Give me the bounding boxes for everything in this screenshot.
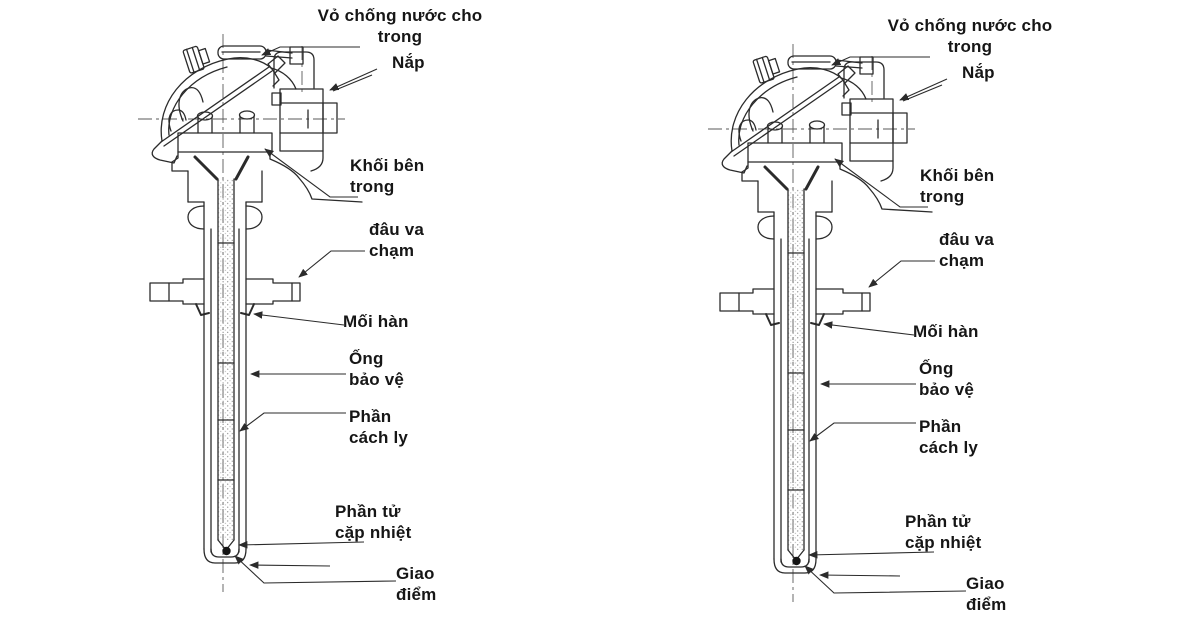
label-thermocouple-element-line2: cặp nhiệt xyxy=(905,533,982,552)
label-inner-block-line1: Khối bên xyxy=(350,156,425,175)
label-protection-tube-line1: Ống xyxy=(919,359,954,378)
label-waterproof-cover: Vỏ chống nước cho trong xyxy=(852,15,1088,57)
label-inner-block-line1: Khối bên xyxy=(920,166,995,185)
label-impact-head-line2: chạm xyxy=(369,241,415,260)
label-protection-tube-line1: Ống xyxy=(349,349,384,368)
label-protection-tube: Ống bảo vệ xyxy=(919,358,974,400)
label-waterproof-cover: Vỏ chống nước cho trong xyxy=(282,5,518,47)
label-protection-tube-line2: bảo vệ xyxy=(919,380,975,399)
label-waterproof-cover-line2: trong xyxy=(377,27,423,46)
label-cap-line1: Nắp xyxy=(392,53,425,72)
label-inner-block-line2: trong xyxy=(350,177,395,196)
label-waterproof-cover-line2: trong xyxy=(947,37,993,56)
label-protection-tube-line2: bảo vệ xyxy=(349,370,405,389)
figure-left: Vỏ chống nước cho trong Nắp Khối bên tro… xyxy=(130,0,520,614)
label-junction: Giao điểm xyxy=(396,563,436,605)
label-cap: Nắp xyxy=(392,52,425,73)
label-weld: Mối hàn xyxy=(913,321,979,342)
label-cap-line1: Nắp xyxy=(962,63,995,82)
label-insulator-line2: cách ly xyxy=(919,438,979,457)
label-weld-line1: Mối hàn xyxy=(343,312,409,331)
label-thermocouple-element-line1: Phần tử xyxy=(335,502,401,521)
label-junction-line1: Giao xyxy=(396,564,435,583)
label-impact-head-line1: đâu va xyxy=(939,230,995,249)
label-insulator: Phần cách ly xyxy=(919,416,978,458)
label-impact-head: đâu va chạm xyxy=(369,219,424,261)
figure-right: Vỏ chống nước cho trong Nắp Khối bên tro… xyxy=(700,10,1090,624)
label-cap: Nắp xyxy=(962,62,995,83)
label-inner-block: Khối bên trong xyxy=(920,165,994,207)
label-thermocouple-element-line2: cặp nhiệt xyxy=(335,523,412,542)
label-weld-line1: Mối hàn xyxy=(913,322,979,341)
label-waterproof-cover-line1: Vỏ chống nước cho xyxy=(887,16,1053,35)
label-impact-head-line1: đâu va xyxy=(369,220,425,239)
thermocouple-drawing-right xyxy=(700,10,1090,624)
label-weld: Mối hàn xyxy=(343,311,409,332)
label-insulator: Phần cách ly xyxy=(349,406,408,448)
label-thermocouple-element: Phần tử cặp nhiệt xyxy=(335,501,411,543)
label-impact-head-line2: chạm xyxy=(939,251,985,270)
label-junction-line2: điểm xyxy=(396,585,437,604)
thermocouple-drawing-left xyxy=(130,0,520,614)
label-insulator-line1: Phần xyxy=(349,407,392,426)
label-junction: Giao điểm xyxy=(966,573,1006,615)
label-thermocouple-element-line1: Phần tử xyxy=(905,512,971,531)
label-junction-line2: điểm xyxy=(966,595,1007,614)
label-junction-line1: Giao xyxy=(966,574,1005,593)
label-waterproof-cover-line1: Vỏ chống nước cho xyxy=(317,6,483,25)
label-inner-block-line2: trong xyxy=(920,187,965,206)
label-impact-head: đâu va chạm xyxy=(939,229,994,271)
label-thermocouple-element: Phần tử cặp nhiệt xyxy=(905,511,981,553)
label-insulator-line1: Phần xyxy=(919,417,962,436)
label-protection-tube: Ống bảo vệ xyxy=(349,348,404,390)
label-insulator-line2: cách ly xyxy=(349,428,409,447)
label-inner-block: Khối bên trong xyxy=(350,155,424,197)
